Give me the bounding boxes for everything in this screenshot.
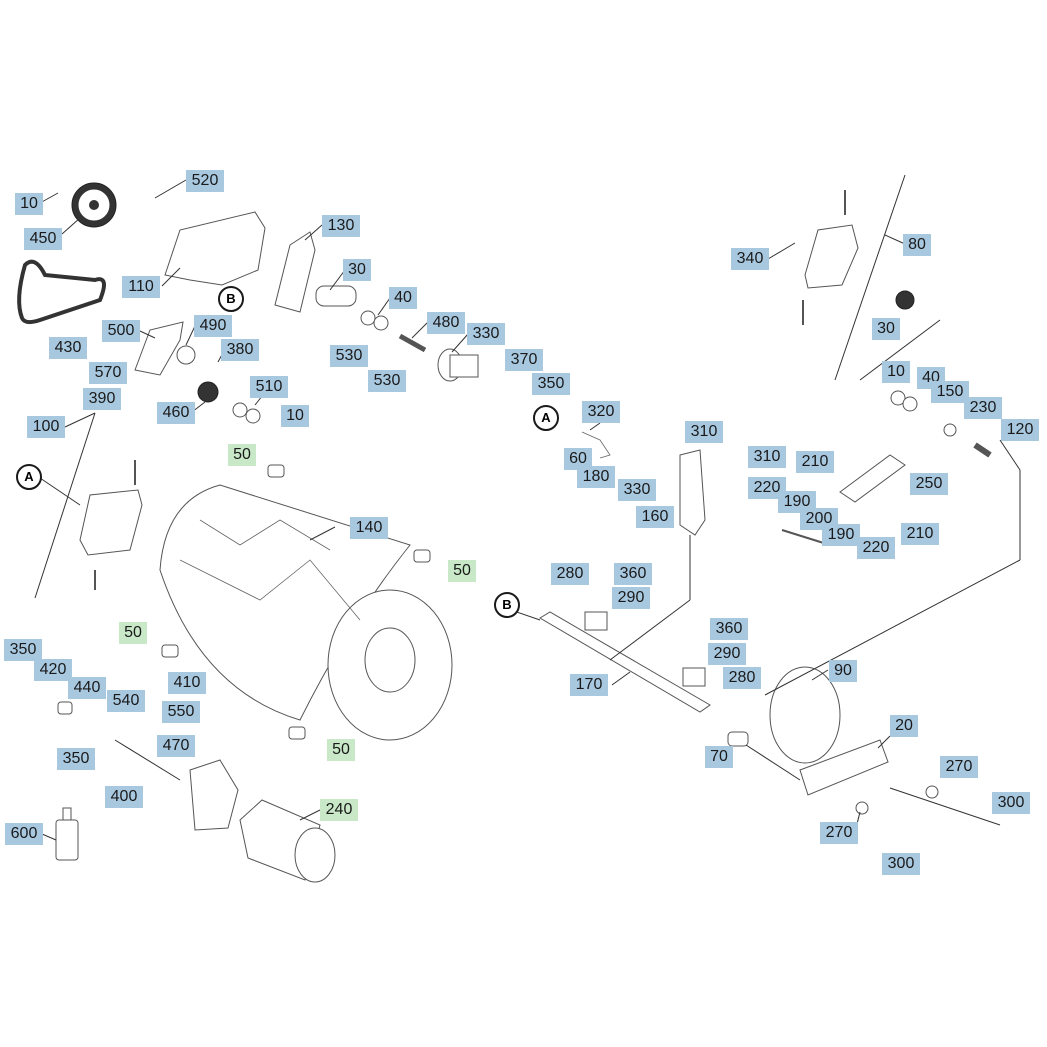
callout-600[interactable]: 600 [5,823,43,845]
mounting-plate [274,231,316,313]
callout-540[interactable]: 540 [107,690,145,712]
callout-50[interactable]: 50 [327,739,355,761]
main-drum-housing [159,484,453,741]
callout-450[interactable]: 450 [24,228,62,250]
callout-40[interactable]: 40 [389,287,417,309]
callout-310[interactable]: 310 [748,446,786,468]
callout-190[interactable]: 190 [822,524,860,546]
guard-plate [799,739,889,796]
callout-480[interactable]: 480 [427,312,465,334]
callout-530[interactable]: 530 [330,345,368,367]
callout-10[interactable]: 10 [281,405,309,427]
callout-330[interactable]: 330 [467,323,505,345]
callout-10[interactable]: 10 [15,193,43,215]
callout-410[interactable]: 410 [168,672,206,694]
callout-350[interactable]: 350 [4,639,42,661]
callout-140[interactable]: 140 [350,517,388,539]
callout-490[interactable]: 490 [194,315,232,337]
callout-280[interactable]: 280 [723,667,761,689]
callout-350[interactable]: 350 [532,373,570,395]
callout-500[interactable]: 500 [102,320,140,342]
callout-220[interactable]: 220 [857,537,895,559]
callout-570[interactable]: 570 [89,362,127,384]
callout-360[interactable]: 360 [614,563,652,585]
callout-190[interactable]: 190 [778,491,816,513]
side-bracket [79,489,143,556]
callout-530[interactable]: 530 [368,370,406,392]
callout-100[interactable]: 100 [27,416,65,438]
callout-210[interactable]: 210 [796,451,834,473]
lever-arm [679,449,706,536]
callout-370[interactable]: 370 [505,349,543,371]
linkage-rod [839,454,906,503]
callout-30[interactable]: 30 [343,259,371,281]
marker-b: B [218,286,244,312]
callout-330[interactable]: 330 [618,479,656,501]
callout-20[interactable]: 20 [890,715,918,737]
callout-320[interactable]: 320 [582,401,620,423]
callout-360[interactable]: 360 [710,618,748,640]
callout-50[interactable]: 50 [119,622,147,644]
callout-240[interactable]: 240 [320,799,358,821]
callout-430[interactable]: 430 [49,337,87,359]
callout-90[interactable]: 90 [829,660,857,682]
gearbox-housing [189,759,239,831]
tensioner-bracket [134,321,184,376]
callout-70[interactable]: 70 [705,746,733,768]
callout-550[interactable]: 550 [162,701,200,723]
callout-280[interactable]: 280 [551,563,589,585]
callout-10[interactable]: 10 [882,361,910,383]
callout-520[interactable]: 520 [186,170,224,192]
callout-300[interactable]: 300 [882,853,920,875]
callout-350[interactable]: 350 [57,748,95,770]
callout-390[interactable]: 390 [83,388,121,410]
callout-50[interactable]: 50 [448,560,476,582]
callout-310[interactable]: 310 [685,421,723,443]
callout-510[interactable]: 510 [250,376,288,398]
callout-380[interactable]: 380 [221,339,259,361]
callout-180[interactable]: 180 [577,466,615,488]
callout-290[interactable]: 290 [708,643,746,665]
callout-220[interactable]: 220 [748,477,786,499]
callout-470[interactable]: 470 [157,735,195,757]
callout-210[interactable]: 210 [901,523,939,545]
callout-50[interactable]: 50 [228,444,256,466]
callout-300[interactable]: 300 [992,792,1030,814]
cross-bar [539,611,711,713]
callout-150[interactable]: 150 [931,381,969,403]
marker-b: B [494,592,520,618]
handle-bracket [804,224,859,289]
callout-80[interactable]: 80 [903,234,931,256]
callout-160[interactable]: 160 [636,506,674,528]
drive-belt [17,259,106,325]
callout-290[interactable]: 290 [612,587,650,609]
callout-270[interactable]: 270 [820,822,858,844]
callout-30[interactable]: 30 [872,318,900,340]
callout-460[interactable]: 460 [157,402,195,424]
callout-170[interactable]: 170 [570,674,608,696]
bushing [315,285,357,307]
callout-230[interactable]: 230 [964,397,1002,419]
callout-420[interactable]: 420 [34,659,72,681]
flange-hub [437,348,479,382]
callout-400[interactable]: 400 [105,786,143,808]
callout-440[interactable]: 440 [68,677,106,699]
callout-250[interactable]: 250 [910,473,948,495]
callout-60[interactable]: 60 [564,448,592,470]
pulley-wheel-icon [71,182,117,228]
oil-bottle-icon [55,807,79,861]
callout-270[interactable]: 270 [940,756,978,778]
cutting-disc [769,666,841,764]
marker-a: A [16,464,42,490]
belt-cover [164,211,266,286]
callout-120[interactable]: 120 [1001,419,1039,441]
callout-130[interactable]: 130 [322,215,360,237]
callout-340[interactable]: 340 [731,248,769,270]
marker-a: A [533,405,559,431]
callout-110[interactable]: 110 [122,276,160,298]
